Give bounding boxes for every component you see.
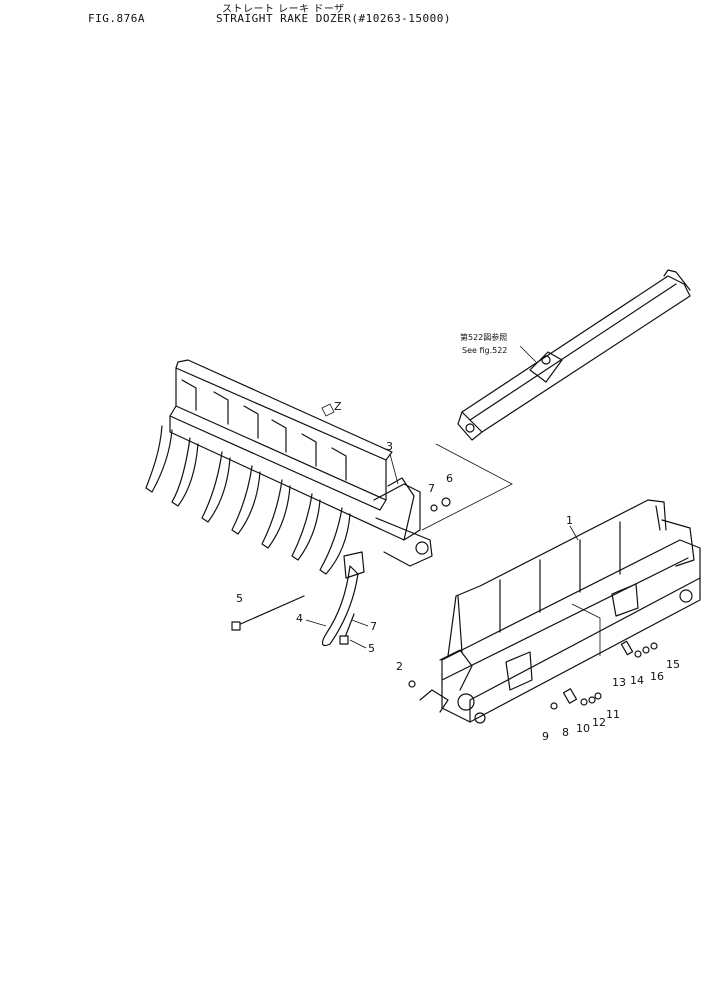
callout-labels: 1 2 3 4 5 5 6 7 7 8 9 10 11 12 13 14 15 … bbox=[236, 440, 680, 743]
callout-12: 12 bbox=[592, 716, 606, 729]
dozer-frame bbox=[419, 499, 701, 724]
lift-arm bbox=[457, 269, 691, 441]
title-japanese: ストレート レーキ ドーザ bbox=[222, 4, 345, 15]
assembly-link-line bbox=[421, 443, 513, 531]
callout-5a: 5 bbox=[236, 592, 243, 605]
detached-tine bbox=[321, 551, 365, 647]
callout-6: 6 bbox=[446, 472, 453, 485]
small-parts bbox=[550, 640, 658, 710]
hardware bbox=[231, 403, 451, 688]
callout-7a: 7 bbox=[428, 482, 435, 495]
callout-4: 4 bbox=[296, 612, 303, 625]
view-marker: Z bbox=[334, 400, 342, 413]
callout-3: 3 bbox=[386, 440, 393, 453]
callout-10: 10 bbox=[576, 722, 590, 735]
view-arrow bbox=[321, 403, 335, 417]
ref-leader bbox=[519, 345, 537, 363]
callout-15: 15 bbox=[666, 658, 680, 671]
ref-note-en: See fig.522 bbox=[462, 346, 507, 355]
callout-16: 16 bbox=[650, 670, 664, 683]
ref-note-jp: 第522図参照 bbox=[460, 332, 507, 342]
rake-assembly bbox=[145, 359, 433, 575]
callout-14: 14 bbox=[630, 674, 644, 687]
figure-number: FIG.876A bbox=[88, 12, 145, 25]
callout-8: 8 bbox=[562, 726, 569, 739]
callout-13: 13 bbox=[612, 676, 626, 689]
callout-9: 9 bbox=[542, 730, 549, 743]
callout-7b: 7 bbox=[370, 620, 377, 633]
callout-11: 11 bbox=[606, 708, 620, 721]
callout-2: 2 bbox=[396, 660, 403, 673]
callout-1: 1 bbox=[566, 514, 573, 527]
title-english: STRAIGHT RAKE DOZER(#10263-15000) bbox=[216, 12, 452, 25]
assembly-link-line-2 bbox=[571, 603, 601, 656]
callout-5b: 5 bbox=[368, 642, 375, 655]
